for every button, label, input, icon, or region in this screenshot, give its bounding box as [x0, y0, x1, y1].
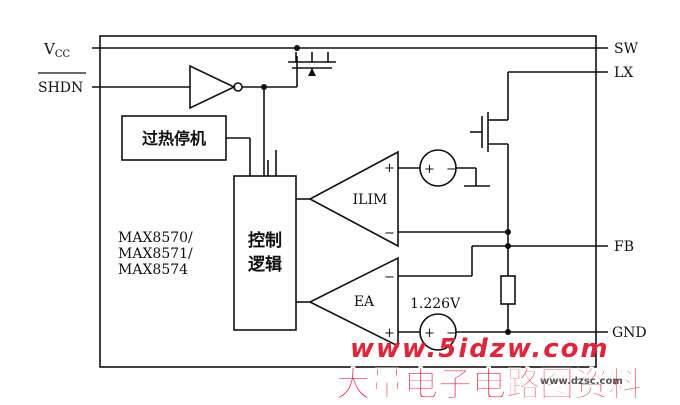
- ref-source-plus: +: [424, 326, 435, 341]
- control-logic-label-line1: 控制: [248, 230, 282, 251]
- feedback-resistor: [500, 275, 516, 305]
- pin-fb: FB: [614, 239, 634, 255]
- pin-sw: SW: [614, 41, 639, 57]
- part-number-3: MAX8574: [118, 262, 188, 278]
- ea-label: EA: [354, 294, 375, 310]
- ea-input-minus: −: [384, 270, 395, 285]
- pin-gnd: GND: [612, 325, 647, 341]
- watermark-url: www.5idzw.com: [350, 334, 610, 364]
- pin-shdn: SHDN: [38, 80, 83, 96]
- ilim-source-minus: −: [446, 162, 457, 177]
- ilim-comparator: [308, 150, 399, 248]
- reference-voltage-label: 1.226V: [410, 296, 461, 312]
- ref-source-minus: −: [446, 326, 457, 341]
- ilim-source-plus: +: [424, 162, 435, 177]
- ea-input-plus: +: [384, 326, 395, 341]
- pin-lx: LX: [614, 65, 633, 81]
- inverter-gate: [189, 64, 236, 110]
- watermark-small: www.dzsc.com: [540, 376, 623, 387]
- ilim-input-minus: −: [384, 226, 395, 241]
- part-number-1: MAX8570/: [118, 230, 193, 246]
- control-logic-box: [233, 175, 297, 331]
- ilim-input-plus: +: [384, 161, 395, 176]
- ilim-label: ILIM: [353, 192, 388, 208]
- control-logic-label-line2: 逻辑: [248, 254, 282, 275]
- watermark-title: 大量电子电路图资料: [336, 365, 642, 405]
- thermal-shutdown-label: 过热停机: [142, 129, 206, 148]
- part-number-2: MAX8571/: [118, 246, 193, 262]
- error-amplifier: [308, 256, 399, 348]
- ic-boundary: [99, 35, 597, 368]
- pin-vcc: VCC: [43, 40, 70, 60]
